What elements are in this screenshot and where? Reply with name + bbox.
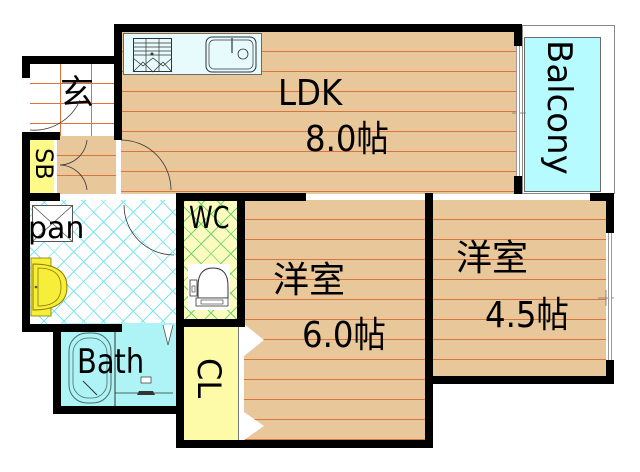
window-room2-right [608, 233, 612, 360]
washroom-label: pan [28, 211, 85, 246]
western-room-1-floor [244, 200, 426, 440]
wall-entrance-left [22, 56, 30, 78]
stove-icon [132, 38, 173, 73]
wall-entrance-top [22, 56, 122, 64]
closet-label: CL [190, 358, 228, 399]
toilet-icon [188, 264, 230, 310]
washing-machine-pan-icon [31, 204, 74, 243]
wall-wash-bottom [22, 324, 122, 332]
wall-sb-left [22, 132, 30, 202]
western-room-1-size: 6.0帖 [302, 315, 386, 356]
entrance-label: 玄 [60, 73, 94, 113]
closet-door-track [238, 326, 245, 440]
balcony-floor [524, 37, 601, 192]
wall-sb-top [22, 132, 60, 140]
wall-room2-right-bottom [606, 360, 614, 384]
entrance-floor [30, 64, 116, 136]
closet-floor [184, 326, 238, 440]
wall-room2-right-top [606, 193, 614, 233]
balcony-label: Balcony [539, 40, 579, 175]
ldk-label: LDK [278, 73, 343, 114]
wall-room2-bottom [425, 376, 614, 384]
wall-sb-bottom [22, 193, 60, 201]
wall-bath-bottom [53, 406, 177, 414]
western-room-2-size: 4.5帖 [485, 295, 569, 336]
entrance-step-floor [57, 136, 116, 194]
western-room-1-label: 洋室 [273, 260, 346, 301]
wall-wc-right [237, 193, 245, 323]
wall-ldk-right-top [514, 24, 522, 46]
wall-wc-bottom [176, 319, 245, 327]
wall-ldk-right-bottom [514, 176, 522, 194]
vanity-sink-icon [30, 257, 68, 317]
toilet-label: WC [189, 201, 230, 236]
closet-door-arrows-icon [244, 324, 264, 440]
window-ldk-right [516, 46, 520, 176]
ldk-size: 8.0帖 [305, 119, 389, 160]
wall-room2-top-corner [590, 193, 614, 201]
wall-ldk-left-upper [114, 24, 122, 140]
wall-room-divider [425, 193, 433, 448]
shoe-box [30, 140, 54, 194]
wall-bath-left [53, 324, 61, 414]
bath-label: Bath [77, 342, 145, 382]
wall-ldk-top [114, 24, 522, 32]
wall-bottom [176, 440, 433, 448]
wall-wash-left [22, 195, 30, 332]
western-room-2-floor [430, 200, 606, 376]
western-room-2-label: 洋室 [456, 238, 529, 279]
bathtub-icon [68, 324, 174, 407]
sink-icon [205, 36, 257, 73]
